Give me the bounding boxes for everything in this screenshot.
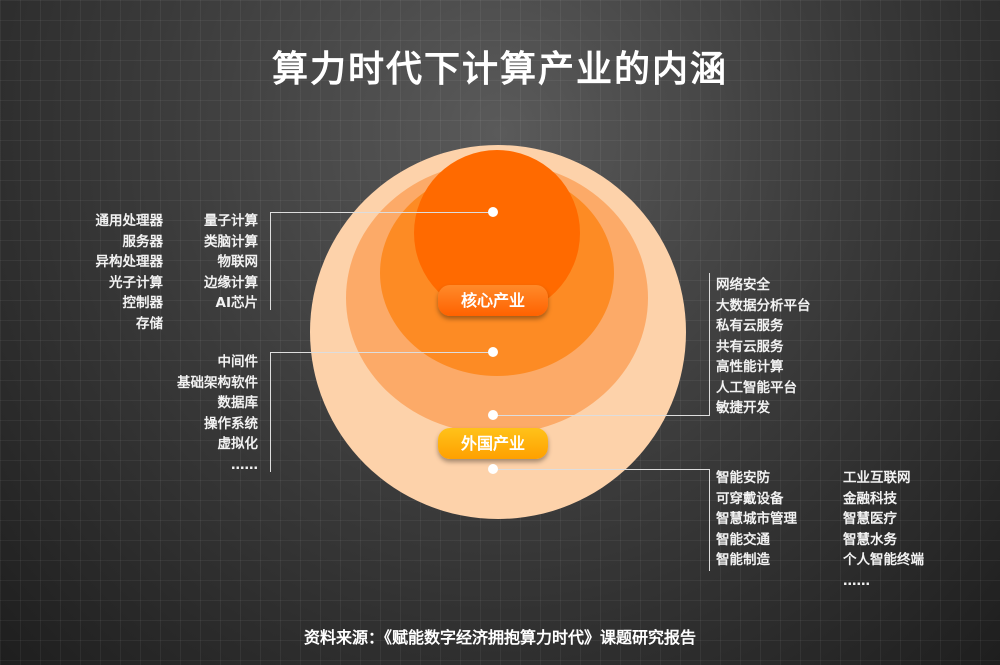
list-item: 共有云服务 xyxy=(716,338,784,355)
connector-line xyxy=(270,352,271,472)
services-list: 网络安全 大数据分析平台 私有云服务 共有云服务 高性能计算 人工智能平台 敏捷… xyxy=(716,275,811,419)
list-item: 服务器 xyxy=(122,233,164,250)
core-industry-badge: 核心产业 xyxy=(438,285,548,316)
list-item: 光子计算 xyxy=(109,274,163,291)
connector-dot xyxy=(488,410,498,420)
list-item: 智能制造 xyxy=(716,552,770,568)
list-item: 中间件 xyxy=(217,354,259,370)
list-item: 智慧医疗 xyxy=(843,511,897,527)
connector-line xyxy=(493,469,710,470)
list-item: 敏捷开发 xyxy=(716,400,770,416)
list-item: 网络安全 xyxy=(716,277,770,293)
list-item: AI芯片 xyxy=(215,295,258,311)
list-item: 操作系统 xyxy=(204,415,258,432)
list-item: 物联网 xyxy=(217,254,259,270)
list-item: 数据库 xyxy=(217,395,259,411)
connector-line xyxy=(270,212,271,310)
list-item: …… xyxy=(231,456,258,473)
connector-line xyxy=(270,212,493,213)
list-item: …… xyxy=(843,572,870,589)
applications-list: 智能安防 可穿戴设备 智慧城市管理 智能交通 智能制造 xyxy=(716,468,797,571)
page-title: 算力时代下计算产业的内涵 xyxy=(271,49,728,90)
software-list: 中间件 基础架构软件 数据库 操作系统 虚拟化 …… xyxy=(177,352,258,475)
list-item: 边缘计算 xyxy=(204,274,258,291)
list-item: 虚拟化 xyxy=(217,436,259,452)
list-item: 基础架构软件 xyxy=(177,374,258,391)
connector-dot xyxy=(488,207,498,217)
list-item: 类脑计算 xyxy=(204,233,258,250)
list-item: 智能安防 xyxy=(716,470,770,486)
list-item: 金融科技 xyxy=(843,490,897,507)
applications-list-2: 工业互联网 金融科技 智慧医疗 智慧水务 个人智能终端 …… xyxy=(843,468,924,591)
list-item: 控制器 xyxy=(122,295,164,311)
list-item: 人工智能平台 xyxy=(716,379,797,396)
connector-line xyxy=(709,273,710,416)
list-item: 异构处理器 xyxy=(95,254,164,270)
outer-industry-badge: 外国产业 xyxy=(438,428,548,459)
source-note: 资料来源：《赋能数字经济拥抱算力时代》课题研究报告 xyxy=(303,628,696,647)
list-item: 可穿戴设备 xyxy=(716,490,784,507)
connector-line xyxy=(709,469,710,571)
emerging-tech-list: 量子计算 类脑计算 物联网 边缘计算 AI芯片 xyxy=(204,211,258,314)
list-item: 量子计算 xyxy=(204,213,258,229)
list-item: 高性能计算 xyxy=(716,359,784,375)
list-item: 智慧水务 xyxy=(843,531,897,548)
list-item: 智能交通 xyxy=(716,531,770,548)
connector-line xyxy=(493,415,710,416)
list-item: 大数据分析平台 xyxy=(716,297,811,314)
list-item: 存储 xyxy=(136,315,163,332)
list-item: 通用处理器 xyxy=(95,213,164,229)
list-item: 智慧城市管理 xyxy=(716,511,797,527)
list-item: 个人智能终端 xyxy=(843,552,924,568)
connector-dot xyxy=(488,347,498,357)
list-item: 工业互联网 xyxy=(843,470,911,486)
connector-line xyxy=(270,352,493,353)
connector-dot xyxy=(488,464,498,474)
hardware-list: 通用处理器 服务器 异构处理器 光子计算 控制器 存储 xyxy=(96,211,164,334)
list-item: 私有云服务 xyxy=(716,318,784,334)
